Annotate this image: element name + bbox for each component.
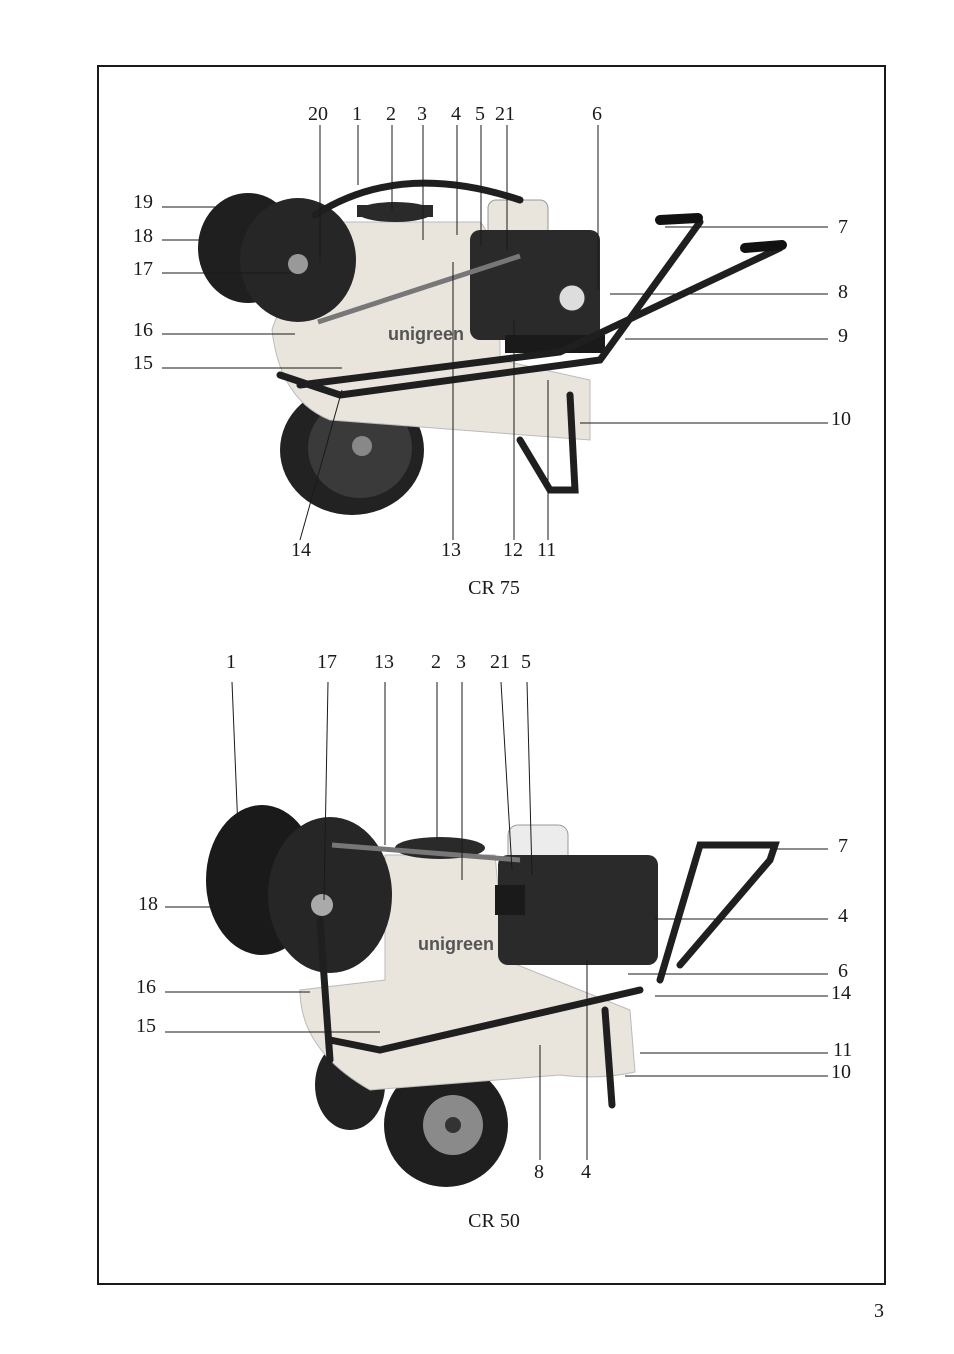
cr50-label-5: 5: [521, 651, 531, 673]
cr75-label-2: 2: [386, 103, 396, 125]
cr75-label-14: 14: [291, 539, 311, 561]
cr50-label-1: 1: [226, 651, 236, 673]
cr50-leader-lines: [165, 681, 828, 1160]
cr75-brand-logo: unigreen: [388, 324, 464, 344]
cr75-label-10: 10: [831, 408, 851, 430]
cr75-label-9: 9: [838, 325, 848, 347]
cr75-illustration: unigreen: [162, 125, 828, 541]
cr50-label-17: 17: [317, 651, 337, 673]
cr75-label-6: 6: [592, 103, 602, 125]
cr75-spray-lance: [317, 253, 521, 325]
cr75-label-15: 15: [133, 352, 153, 374]
cr75-label-19: 19: [133, 191, 153, 213]
cr75-label-21: 21: [495, 103, 515, 125]
cr75-label-8: 8: [838, 281, 848, 303]
cr50-label-4-bottom: 4: [581, 1161, 591, 1183]
cr75-label-4: 4: [451, 103, 461, 125]
cr50-label-4: 4: [838, 905, 848, 927]
cr75-label-7: 7: [838, 216, 848, 238]
cr75-label-17: 17: [133, 258, 153, 280]
cr75-caption: CR 75: [468, 577, 520, 599]
cr50-label-3: 3: [456, 651, 466, 673]
cr50-label-10: 10: [831, 1061, 851, 1083]
cr50-label-7: 7: [838, 835, 848, 857]
cr75-label-20: 20: [308, 103, 328, 125]
cr50-brand-logo: unigreen: [418, 934, 494, 954]
cr50-label-15: 15: [136, 1015, 156, 1037]
cr75-hose-reel: [198, 193, 356, 322]
cr50-label-18: 18: [138, 893, 158, 915]
cr75-label-18: 18: [133, 225, 153, 247]
cr75-handle-grips: [655, 213, 787, 253]
cr50-label-11: 11: [833, 1039, 853, 1061]
page-frame: [97, 65, 886, 1285]
cr50-label-6: 6: [838, 960, 848, 982]
cr50-pump-assembly: [495, 824, 658, 965]
cr75-label-16: 16: [133, 319, 153, 341]
cr50-label-13: 13: [374, 651, 394, 673]
cr50-label-21: 21: [490, 651, 510, 673]
cr75-label-1: 1: [352, 103, 362, 125]
cr50-label-2: 2: [431, 651, 441, 673]
cr75-label-11: 11: [537, 539, 557, 561]
cr75-frame: [276, 179, 784, 494]
cr50-label-16: 16: [136, 976, 156, 998]
cr75-leader-lines: [162, 125, 828, 541]
cr50-caption: CR 50: [468, 1210, 520, 1232]
cr50-label-14: 14: [831, 982, 851, 1004]
page-number: 3: [874, 1300, 884, 1322]
cr75-label-12: 12: [503, 539, 523, 561]
cr50-label-8: 8: [534, 1161, 544, 1183]
cr50-spray-lance: [331, 842, 521, 863]
cr75-label-13: 13: [441, 539, 461, 561]
cr50-hose-reel: [206, 805, 392, 973]
cr75-label-3: 3: [417, 103, 427, 125]
cr50-frame: [316, 841, 780, 1109]
cr75-label-5: 5: [475, 103, 485, 125]
